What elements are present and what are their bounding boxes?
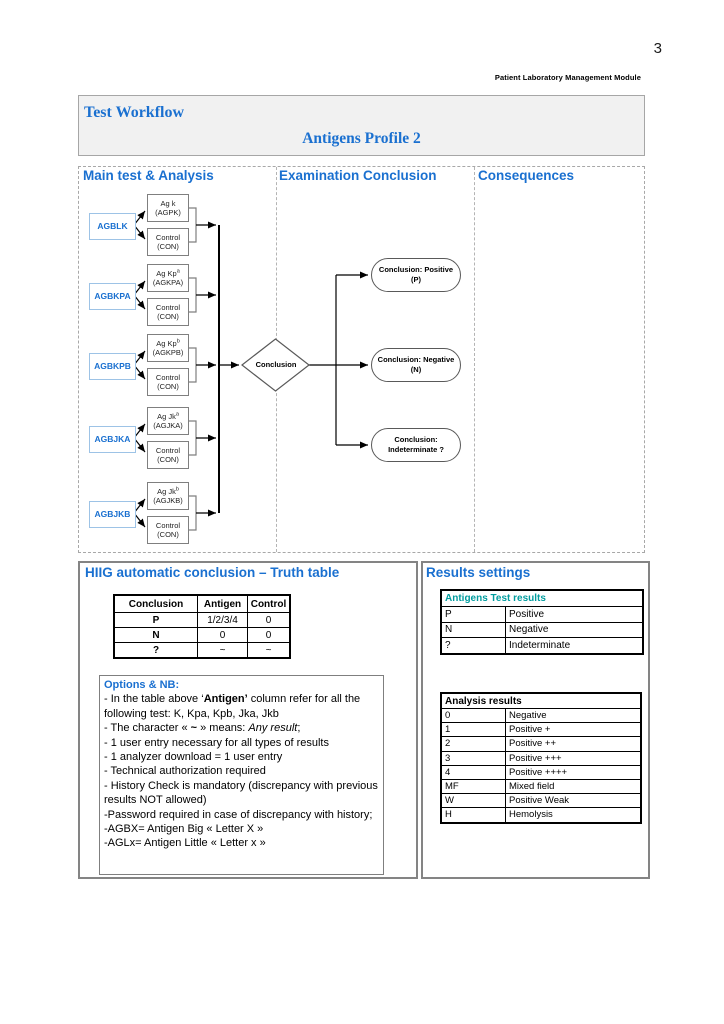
antigens-results-header-row: Antigens Test results [440, 589, 644, 607]
outcome-negative: Conclusion: Negative (N) [371, 348, 461, 382]
analysis-results-row: 1 Positive + [440, 722, 642, 738]
column-header-consequences: Consequences [478, 168, 575, 183]
antigen-box-line1: Ag Kpa [156, 268, 180, 278]
antigen-box-line1: Ag k [160, 199, 176, 208]
header-box: Test Workflow Antigens Profile 2 [78, 95, 645, 156]
options-line: -AGLx= Antigen Little « Letter x » [104, 837, 266, 850]
analysis-results-row: 4 Positive ++++ [440, 764, 642, 780]
conclusion-diamond-label: Conclusion [255, 360, 297, 369]
options-line: - The character « ~ » means: Any result; [104, 722, 301, 735]
outcome-indeterminate: Conclusion: Indeterminate ? [371, 428, 461, 462]
antigens-results-row: N Negative [440, 621, 644, 638]
control-box: Control (CON) [147, 298, 189, 326]
column-divider-2 [474, 167, 475, 552]
truth-section-title: HIIG automatic conclusion – Truth table [85, 565, 340, 580]
truth-table: Conclusion Antigen Control P 1/2/3/4 0 N… [113, 594, 291, 659]
page-number: 3 [653, 40, 662, 57]
test-code-box-agblk: AGBLK [89, 213, 136, 240]
analysis-results-row: H Hemolysis [440, 807, 642, 823]
outcome-positive: Conclusion: Positive (P) [371, 258, 461, 292]
antigen-box-line1: Ag Jka [157, 411, 179, 421]
antigen-box-agjkb: Ag Jkb (AGJKB) [147, 482, 189, 510]
column-header-main-test: Main test & Analysis [83, 168, 214, 183]
antigen-box-line2: (AGKPB) [152, 348, 184, 357]
antigen-box-agpk: Ag k (AGPK) [147, 194, 189, 222]
antigen-box-line2: (AGJKB) [153, 496, 183, 505]
antigen-box-line2: (AGKPA) [152, 278, 184, 287]
antigen-box-agkpb: Ag Kpb (AGKPB) [147, 334, 189, 362]
truth-table-row: N 0 0 [113, 627, 291, 643]
analysis-results-row: 0 Negative [440, 707, 642, 724]
column-header-conclusion: Examination Conclusion [279, 168, 437, 183]
control-box: Control (CON) [147, 228, 189, 256]
options-line: - 1 user entry necessary for all types o… [104, 736, 329, 749]
options-title: Options & NB: [104, 679, 180, 691]
control-box: Control (CON) [147, 516, 189, 544]
doc-subtitle: Antigens Profile 2 [302, 130, 421, 147]
antigen-box-agjka: Ag Jka (AGJKA) [147, 407, 189, 435]
flow-connectors [133, 207, 368, 531]
truth-table-row: ? ~ ~ [113, 642, 291, 659]
truth-table-header-row: Conclusion Antigen Control [113, 594, 291, 613]
options-line: -AGBX= Antigen Big « Letter X » [104, 823, 264, 836]
analysis-results-row: MF Mixed field [440, 778, 642, 795]
antigen-box-agkpa: Ag Kpa (AGKPA) [147, 264, 189, 292]
analysis-results-table: Analysis results 0 Negative 1 Positive +… [440, 692, 642, 824]
control-box: Control (CON) [147, 441, 189, 469]
truth-table-row: P 1/2/3/4 0 [113, 612, 291, 628]
antigens-results-table: Antigens Test results P Positive N Negat… [440, 589, 644, 655]
options-line: -Password required in case of discrepanc… [104, 808, 373, 821]
options-line: - 1 analyzer download = 1 user entry [104, 751, 283, 764]
antigens-results-row: ? Indeterminate [440, 637, 644, 654]
options-line: - Technical authorization required [104, 765, 266, 778]
antigen-box-line1: Ag Kpb [156, 338, 180, 348]
antigen-box-line2: (AGJKA) [153, 421, 183, 430]
truth-section: HIIG automatic conclusion – Truth table … [78, 561, 418, 879]
options-line: - In the table above ‘Antigen’ column re… [104, 693, 361, 720]
analysis-results-row: 3 Positive +++ [440, 750, 642, 766]
results-section: Results settings Antigens Test results P… [421, 561, 650, 879]
analysis-results-row: 2 Positive ++ [440, 736, 642, 752]
doc-title: Test Workflow [84, 104, 185, 121]
test-code-box-agbjka: AGBJKA [89, 426, 136, 453]
antigens-results-row: P Positive [440, 606, 644, 623]
test-code-box-agbjkb: AGBJKB [89, 501, 136, 528]
test-code-box-agbkpb: AGBKPB [89, 353, 136, 380]
antigen-box-line1: Ag Jkb [157, 486, 179, 496]
options-box: Options & NB: - In the table above ‘Anti… [99, 675, 384, 875]
analysis-results-header-row: Analysis results [440, 692, 642, 709]
analysis-results-row: W Positive Weak [440, 793, 642, 809]
antigen-box-line2: (AGPK) [155, 208, 181, 217]
options-line: - History Check is mandatory (discrepanc… [104, 779, 378, 807]
conclusion-diamond [241, 338, 310, 392]
results-section-title: Results settings [426, 565, 531, 580]
module-label: Patient Laboratory Management Module [494, 73, 641, 82]
control-box: Control (CON) [147, 368, 189, 396]
flow-section: Main test & Analysis Examination Conclus… [78, 166, 645, 553]
test-code-box-agbkpa: AGBKPA [89, 283, 136, 310]
trunk-and-branch-connectors [218, 225, 368, 513]
